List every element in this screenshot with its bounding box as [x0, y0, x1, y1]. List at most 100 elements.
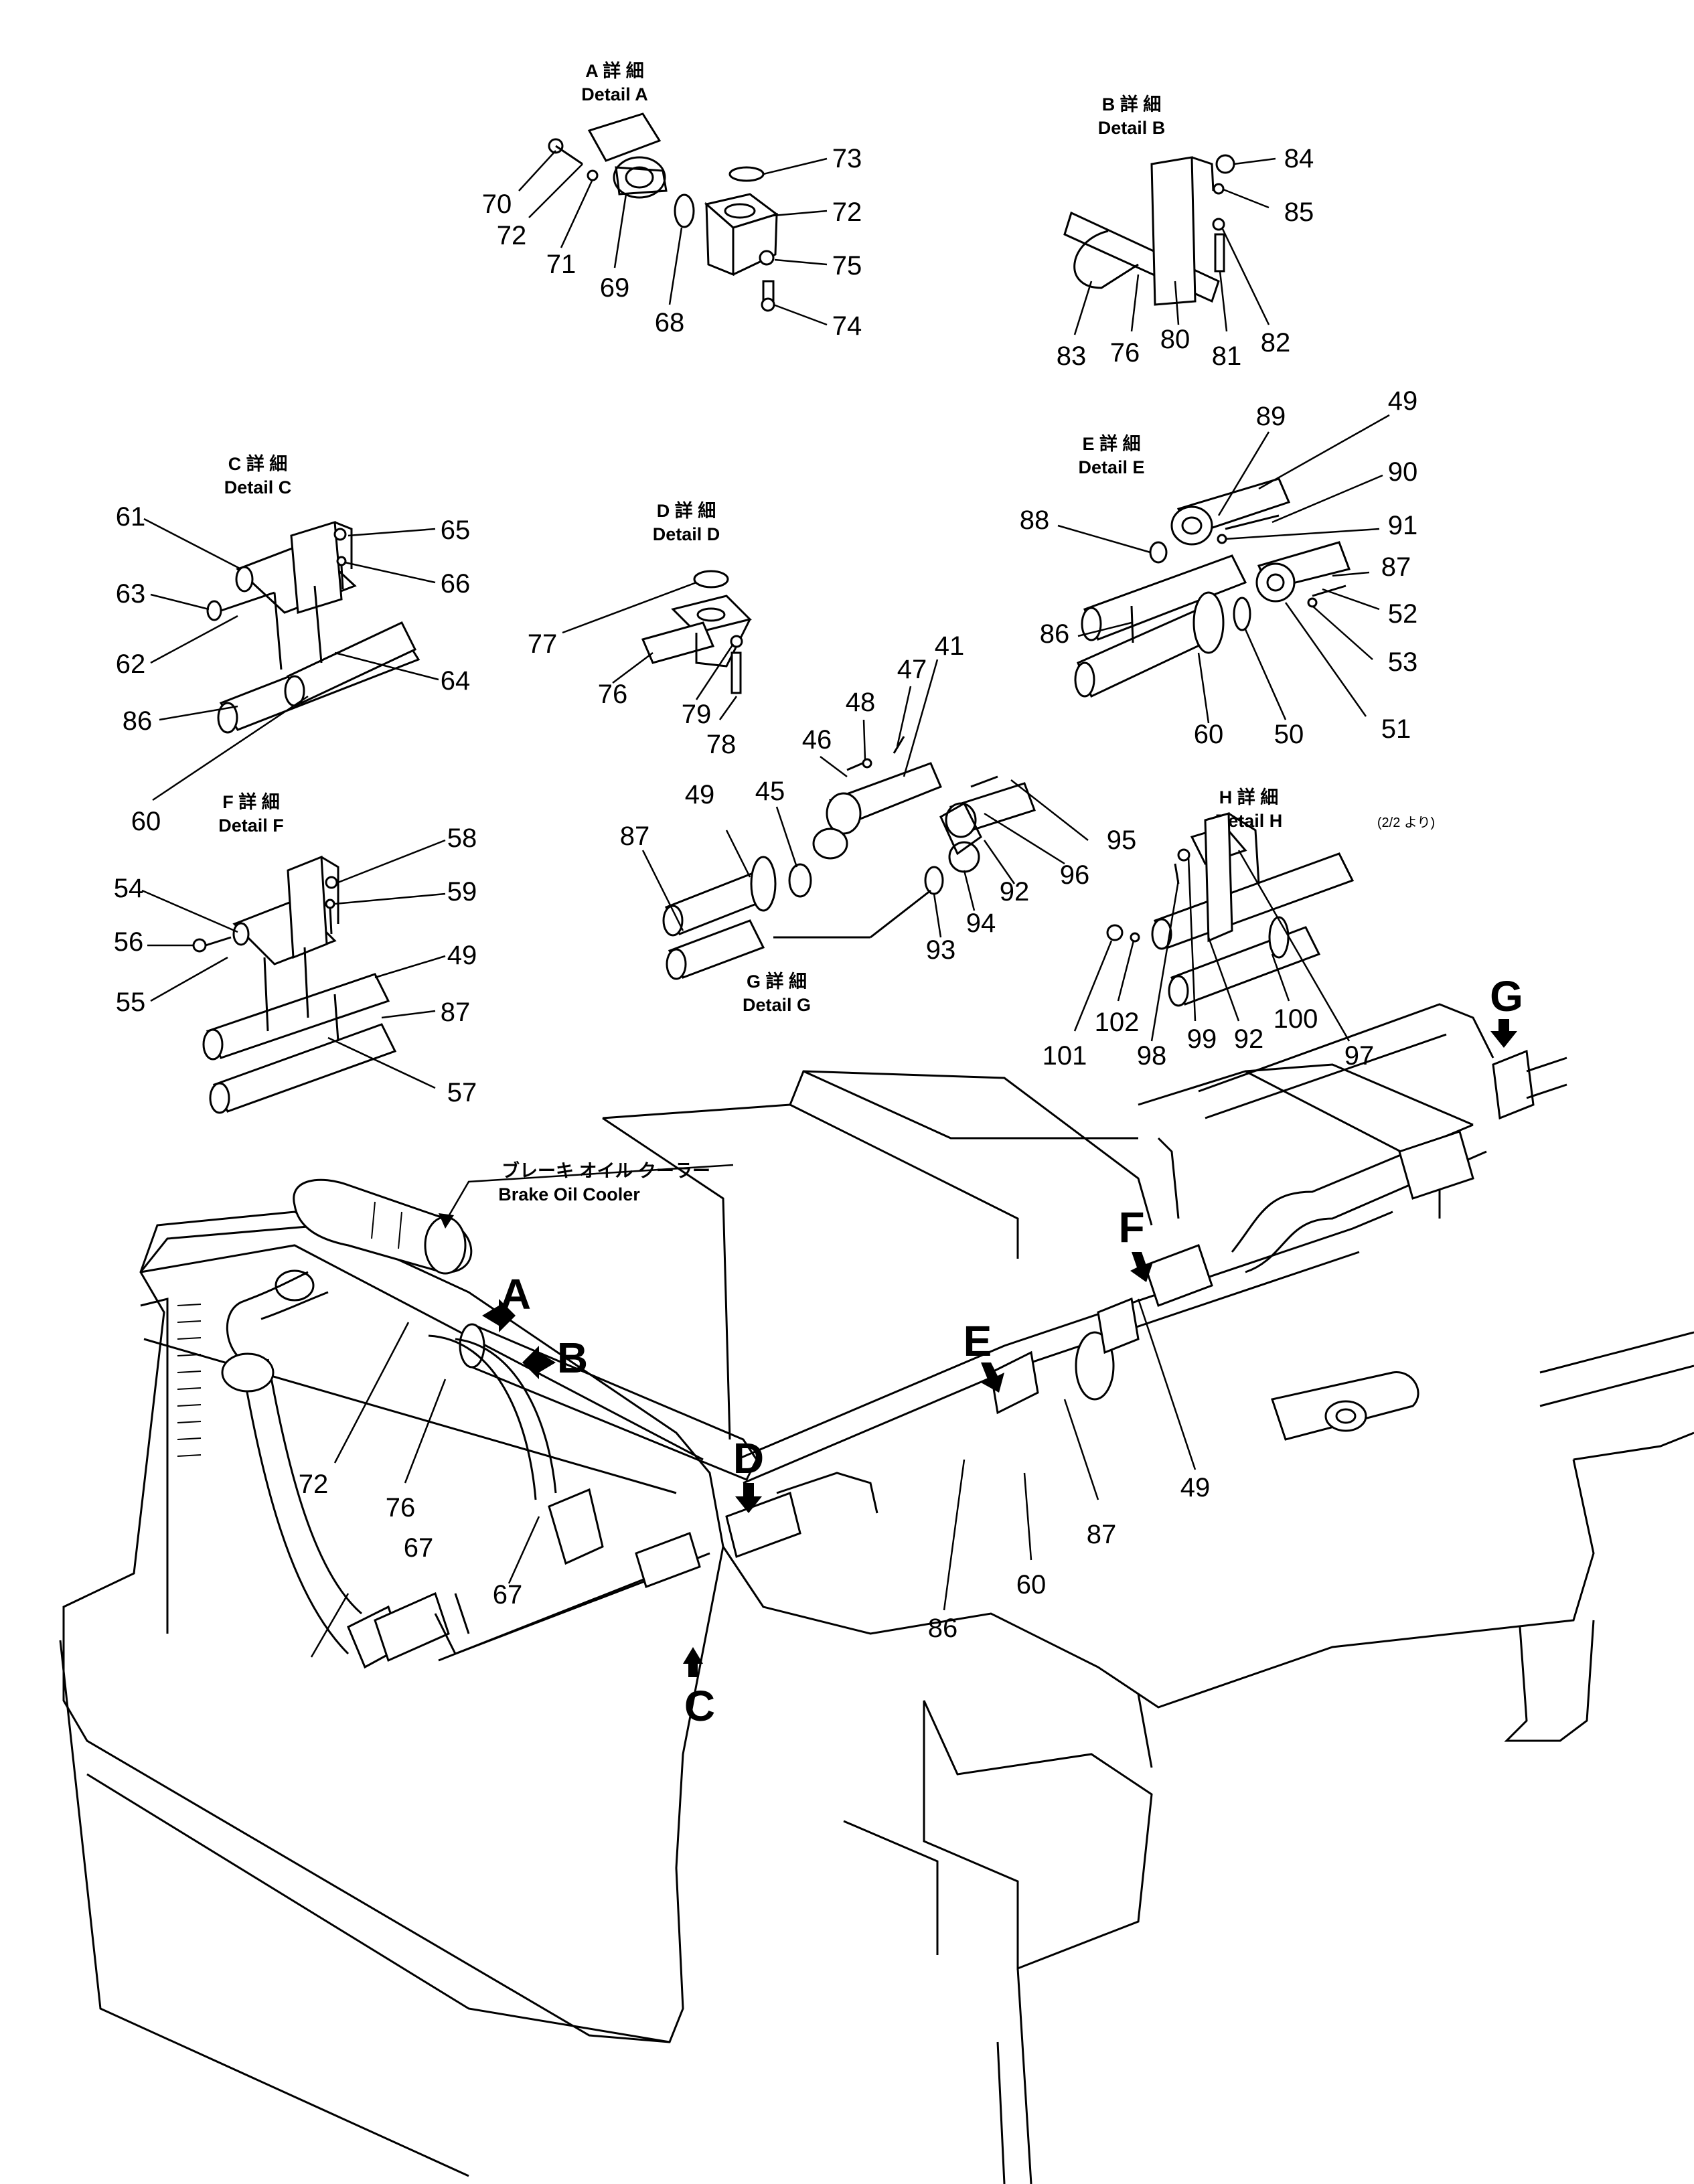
part-number: 74 [832, 311, 862, 341]
view-markers: A B C D E F G [482, 972, 1523, 1730]
part-number: 87 [620, 822, 650, 851]
part-number: 86 [123, 706, 153, 736]
part-number: 52 [1388, 599, 1418, 629]
part-number: 72 [832, 198, 862, 227]
part-number: 49 [1180, 1473, 1211, 1502]
detail-c-leaders [143, 518, 439, 801]
main-assembly: ブレーキ オイル クーラー Brake Oil Cooler [59, 972, 1694, 2184]
arrow-icon [683, 1647, 703, 1677]
detail-d-leaders [562, 581, 738, 720]
detail-g: G 詳 細 Detail G [620, 631, 1137, 1015]
detail-c-title-en: Detail C [224, 477, 292, 497]
part-number: 51 [1381, 714, 1411, 744]
main-leaders [310, 1298, 1197, 1658]
arrow-icon [981, 1362, 1004, 1393]
detail-b: B 詳 細 Detail B 84 85 83 76 80 81 82 [1057, 94, 1314, 371]
part-number: 100 [1274, 1004, 1318, 1034]
part-number: 85 [1284, 198, 1314, 227]
brake-oil-cooler-label-jp: ブレーキ オイル クーラー [502, 1160, 710, 1181]
part-number: 75 [832, 251, 862, 281]
part-number: 99 [1187, 1024, 1217, 1054]
part-number: 102 [1095, 1008, 1140, 1037]
detail-b-leaders [1073, 157, 1276, 335]
part-number: 62 [116, 649, 146, 679]
arrow-icon [482, 1299, 516, 1332]
part-number: 49 [1388, 386, 1418, 416]
part-number: 82 [1261, 328, 1291, 358]
detail-g-leaders [641, 659, 1089, 938]
part-number: 73 [832, 144, 862, 173]
part-number: 92 [1234, 1024, 1264, 1054]
part-number: 65 [441, 516, 471, 545]
detail-h-title-jp: H 詳 細 [1219, 787, 1279, 807]
part-number: 78 [706, 730, 737, 759]
detail-f-drawing [192, 855, 397, 1114]
part-number: 97 [1344, 1041, 1375, 1071]
part-number: 87 [441, 998, 471, 1027]
part-number: 79 [682, 700, 712, 729]
machine-frame [59, 1063, 1694, 2184]
part-number: 61 [116, 502, 146, 532]
view-marker-a: A [500, 1270, 531, 1318]
detail-f-title-jp: F 詳 細 [222, 791, 280, 812]
part-number: 72 [299, 1470, 329, 1499]
detail-h-leaders [1073, 850, 1351, 1042]
part-number: 86 [1040, 619, 1070, 649]
part-number: 67 [404, 1533, 434, 1563]
detail-b-drawing [1063, 154, 1235, 306]
part-number: 63 [116, 579, 146, 609]
piping [221, 1003, 1567, 1669]
part-number: 41 [935, 631, 965, 661]
view-marker-d: D [733, 1434, 764, 1482]
detail-a-title-jp: A 詳 細 [585, 60, 644, 81]
part-number: 66 [441, 569, 471, 599]
detail-g-title-jp: G 詳 細 [747, 971, 807, 992]
part-number: 50 [1274, 720, 1304, 749]
part-number: 68 [655, 308, 685, 337]
detail-c-title-jp: C 詳 細 [228, 453, 288, 474]
part-number: 46 [802, 725, 832, 755]
detail-h-note: (2/2 より) [1377, 815, 1435, 830]
part-number: 56 [114, 927, 144, 957]
detail-e-title-jp: E 詳 細 [1082, 433, 1140, 454]
view-marker-c: C [684, 1682, 715, 1730]
detail-d-title-en: Detail D [653, 524, 720, 544]
part-number: 64 [441, 666, 471, 696]
brake-oil-cooler-label-en: Brake Oil Cooler [498, 1184, 640, 1204]
view-marker-b: B [557, 1334, 588, 1382]
detail-c: C 詳 細 Detail C [116, 453, 471, 836]
part-number: 89 [1256, 402, 1286, 431]
detail-c-drawing [206, 521, 420, 734]
part-number: 76 [1110, 338, 1140, 368]
part-number: 91 [1388, 511, 1418, 540]
part-number: 88 [1020, 505, 1050, 535]
part-number: 55 [116, 988, 146, 1017]
arrow-icon [522, 1346, 556, 1379]
detail-a: A 詳 細 Detail A [482, 60, 862, 341]
part-number: 59 [447, 877, 477, 907]
part-number: 90 [1388, 457, 1418, 487]
part-number: 83 [1057, 341, 1087, 371]
part-number: 69 [600, 273, 630, 303]
part-number: 67 [493, 1580, 523, 1610]
part-number: 77 [528, 629, 558, 659]
view-marker-g: G [1490, 972, 1523, 1020]
detail-d-title-jp: D 詳 細 [657, 500, 716, 521]
part-number: 95 [1107, 826, 1137, 855]
part-number: 60 [1016, 1570, 1047, 1600]
part-number: 94 [966, 909, 996, 938]
part-number: 49 [447, 941, 477, 970]
detail-d: D 詳 細 Detail D 77 76 79 78 [528, 500, 752, 759]
part-number: 92 [1000, 877, 1030, 907]
view-marker-e: E [964, 1317, 992, 1365]
arrow-icon [1490, 1019, 1517, 1048]
detail-a-leaders [518, 150, 828, 326]
part-number: 57 [447, 1078, 477, 1107]
detail-f-leaders [141, 839, 446, 1089]
detail-e-drawing [1074, 477, 1351, 698]
view-marker-f: F [1118, 1203, 1144, 1251]
part-number: 84 [1284, 144, 1314, 173]
part-number: 76 [386, 1493, 416, 1523]
part-number: 45 [755, 777, 785, 806]
